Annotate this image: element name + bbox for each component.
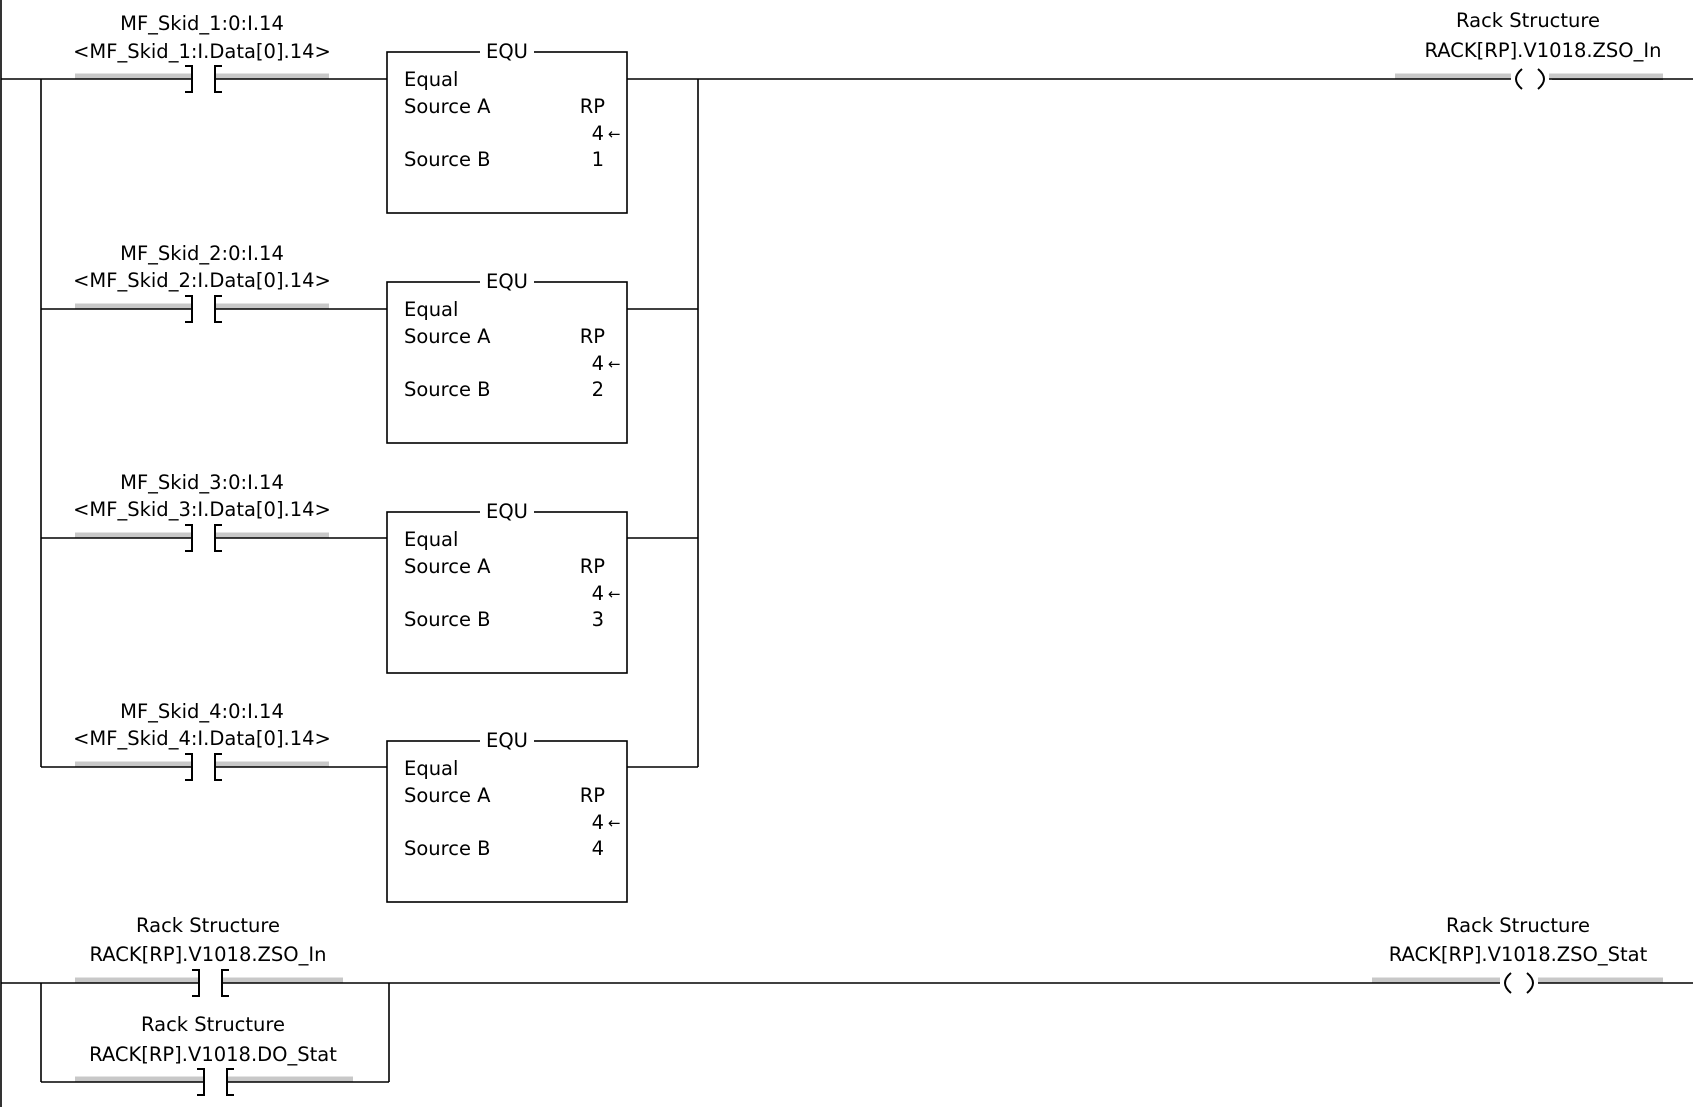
coil-right-arc (1537, 68, 1545, 90)
coil-description: Rack Structure (1456, 9, 1600, 32)
coil-right-arc (1526, 972, 1534, 994)
source-a-value: 4 (592, 582, 604, 605)
source-a-label: Source A (404, 325, 491, 348)
contact-gap (199, 970, 221, 998)
equ-block-frame (386, 740, 628, 903)
equ-title-gap (480, 274, 534, 288)
contact-left-leg (192, 969, 200, 997)
contact-gap (204, 1069, 226, 1097)
source-b-label: Source B (404, 608, 491, 631)
contact-gap (192, 754, 214, 782)
contact-right-leg (214, 295, 222, 323)
equ-mnemonic: EQU (486, 270, 528, 293)
equ-block[interactable]: EQU Equal Source A RP 4 ← Source B 4 (386, 729, 628, 903)
source-b-label: Source B (404, 148, 491, 171)
source-b-label: Source B (404, 378, 491, 401)
source-a-tag: RP (580, 555, 606, 578)
equ-title-gap (480, 44, 534, 58)
equ-block-frame (386, 511, 628, 674)
contact-description: MF_Skid_3:0:I.14 (120, 471, 284, 494)
equ-title-gap (480, 733, 534, 747)
contact-right-leg (214, 753, 222, 781)
contact-description: MF_Skid_2:0:I.14 (120, 242, 284, 265)
contact-tag: <MF_Skid_1:I.Data[0].14> (73, 40, 331, 63)
value-arrow-icon: ← (608, 355, 621, 373)
value-arrow-icon: ← (608, 585, 621, 603)
equ-block-frame (386, 51, 628, 214)
source-b-label: Source B (404, 837, 491, 860)
contact-description: Rack Structure (141, 1013, 285, 1036)
contact-tag: <MF_Skid_2:I.Data[0].14> (73, 269, 331, 292)
coil-gap (1511, 66, 1549, 92)
xic-contact[interactable]: MF_Skid_3:0:I.14 <MF_Skid_3:I.Data[0].14… (73, 471, 331, 553)
source-a-label: Source A (404, 95, 491, 118)
coil-description: Rack Structure (1446, 914, 1590, 937)
contact-right-leg (226, 1068, 234, 1096)
source-a-tag: RP (580, 784, 606, 807)
rung-1: Rack Structure RACK[RP].V1018.ZSO_In Rac… (1, 914, 1693, 1097)
xic-contact[interactable]: MF_Skid_2:0:I.14 <MF_Skid_2:I.Data[0].14… (73, 242, 331, 324)
contact-gap (192, 525, 214, 553)
equ-block[interactable]: EQU Equal Source A RP 4 ← Source B 1 (386, 40, 628, 214)
rung-0: MF_Skid_1:0:I.14 <MF_Skid_1:I.Data[0].14… (1, 9, 1693, 903)
equ-mnemonic: EQU (486, 729, 528, 752)
ote-coil[interactable]: Rack Structure RACK[RP].V1018.ZSO_Stat (1372, 914, 1663, 996)
coil-tag: RACK[RP].V1018.ZSO_In (1425, 39, 1662, 62)
source-a-label: Source A (404, 555, 491, 578)
equ-title: Equal (404, 298, 458, 321)
xic-contact[interactable]: Rack Structure RACK[RP].V1018.DO_Stat (75, 1013, 353, 1097)
contact-left-leg (197, 1068, 205, 1096)
coil-left-arc (1515, 68, 1523, 90)
xic-contact[interactable]: MF_Skid_4:0:I.14 <MF_Skid_4:I.Data[0].14… (73, 700, 331, 782)
contact-gap (192, 296, 214, 324)
equ-mnemonic: EQU (486, 500, 528, 523)
equ-block[interactable]: EQU Equal Source A RP 4 ← Source B 2 (386, 270, 628, 444)
equ-title: Equal (404, 528, 458, 551)
coil-tag: RACK[RP].V1018.ZSO_Stat (1389, 943, 1648, 966)
contact-description: Rack Structure (136, 914, 280, 937)
source-a-value: 4 (592, 352, 604, 375)
contact-gap (192, 66, 214, 94)
value-arrow-icon: ← (608, 814, 621, 832)
contact-tag: <MF_Skid_4:I.Data[0].14> (73, 727, 331, 750)
contact-description: MF_Skid_4:0:I.14 (120, 700, 284, 723)
equ-mnemonic: EQU (486, 40, 528, 63)
source-a-tag: RP (580, 325, 606, 348)
xic-contact[interactable]: MF_Skid_1:0:I.14 <MF_Skid_1:I.Data[0].14… (73, 12, 331, 94)
source-b-value: 4 (592, 837, 604, 860)
xic-contact[interactable]: Rack Structure RACK[RP].V1018.ZSO_In (75, 914, 343, 998)
equ-title: Equal (404, 757, 458, 780)
source-b-value: 1 (592, 148, 604, 171)
contact-right-leg (221, 969, 229, 997)
value-arrow-icon: ← (608, 125, 621, 143)
source-a-tag: RP (580, 95, 606, 118)
contact-left-leg (185, 65, 193, 93)
contact-description: MF_Skid_1:0:I.14 (120, 12, 284, 35)
equ-title-gap (480, 504, 534, 518)
contact-right-leg (214, 524, 222, 552)
coil-gap (1500, 970, 1538, 996)
contact-left-leg (185, 295, 193, 323)
source-b-value: 2 (592, 378, 604, 401)
contact-right-leg (214, 65, 222, 93)
source-a-value: 4 (592, 122, 604, 145)
source-a-value: 4 (592, 811, 604, 834)
source-b-value: 3 (592, 608, 604, 631)
contact-left-leg (185, 524, 193, 552)
source-a-label: Source A (404, 784, 491, 807)
contact-left-leg (185, 753, 193, 781)
equ-title: Equal (404, 68, 458, 91)
contact-tag: RACK[RP].V1018.DO_Stat (89, 1043, 337, 1066)
ote-coil[interactable]: Rack Structure RACK[RP].V1018.ZSO_In (1395, 9, 1663, 92)
contact-tag: RACK[RP].V1018.ZSO_In (90, 943, 327, 966)
equ-block[interactable]: EQU Equal Source A RP 4 ← Source B 3 (386, 500, 628, 674)
coil-left-arc (1504, 972, 1512, 994)
contact-tag: <MF_Skid_3:I.Data[0].14> (73, 498, 331, 521)
equ-block-frame (386, 281, 628, 444)
